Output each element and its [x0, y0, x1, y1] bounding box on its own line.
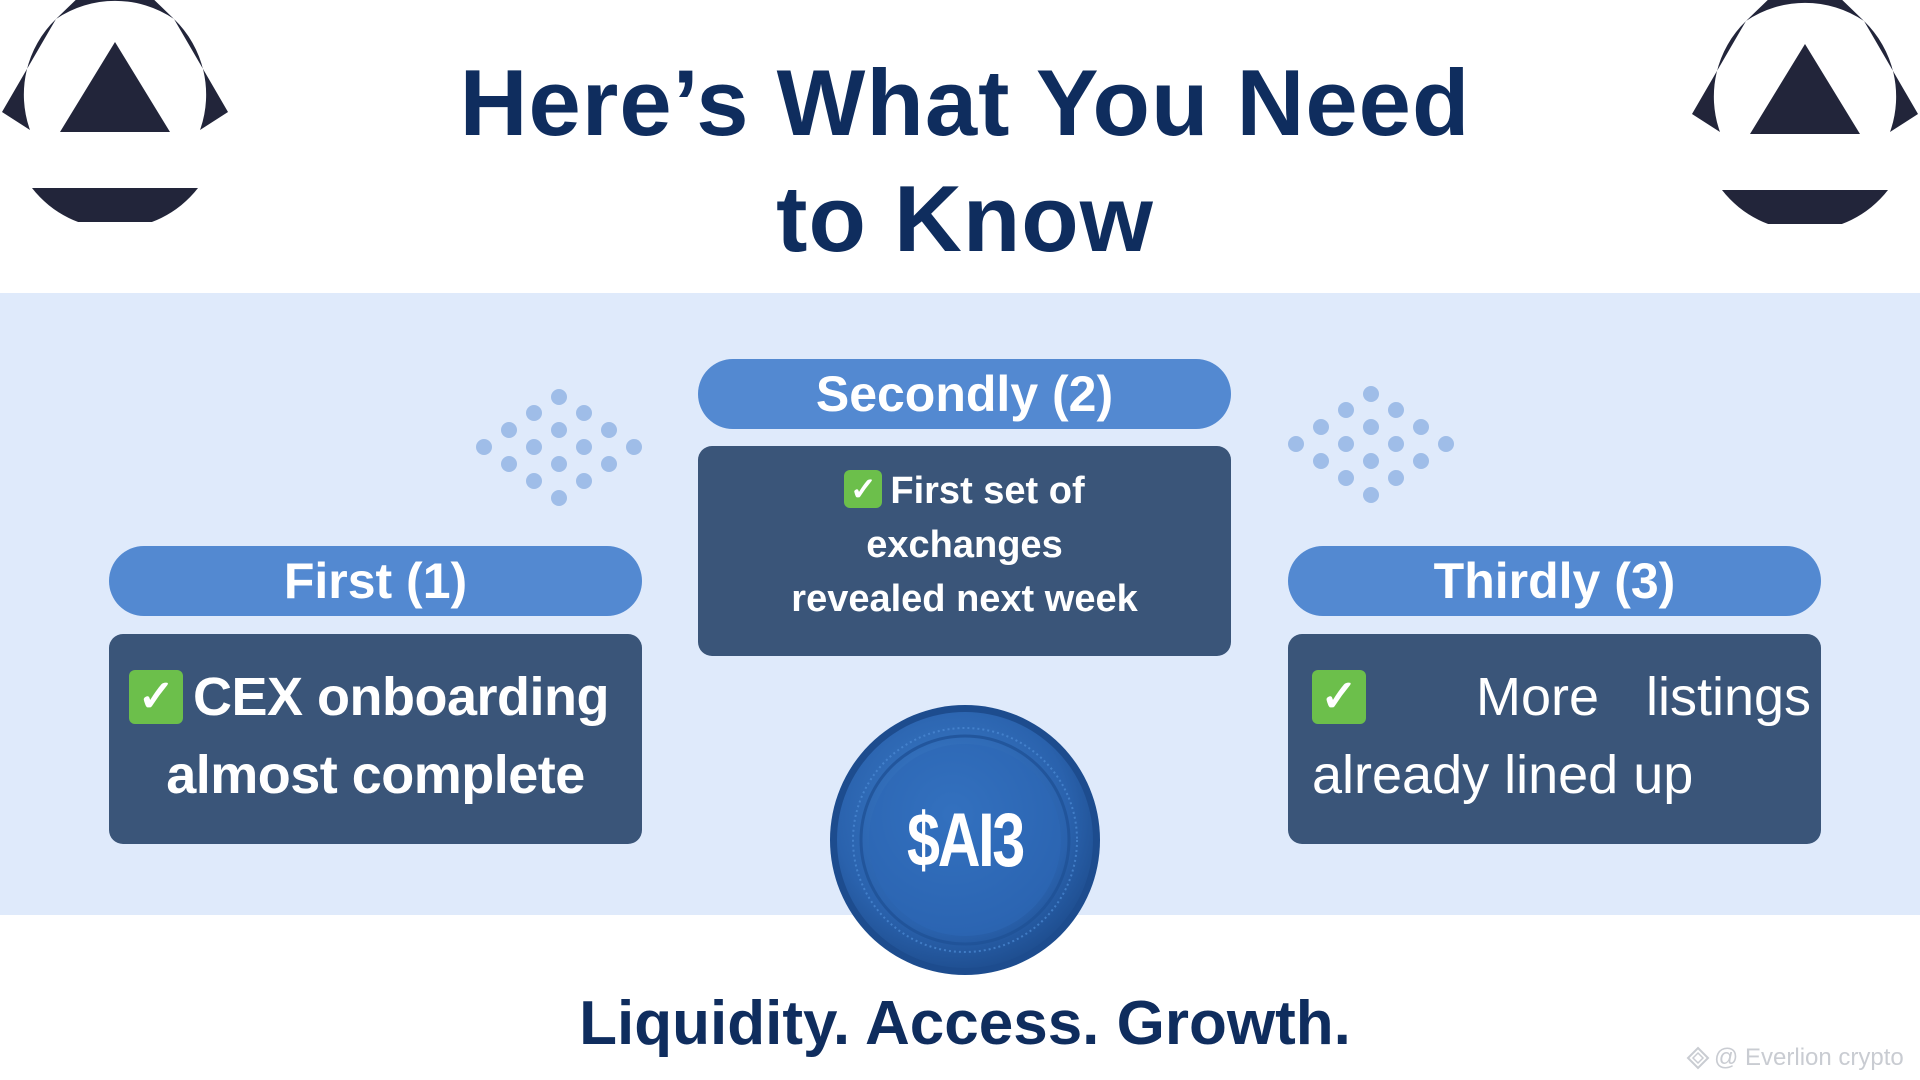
step-first-line1-row: ✓CEX onboarding — [129, 666, 609, 728]
step-third-word2: listings — [1646, 667, 1812, 727]
check-mark-icon: ✓ — [129, 669, 183, 724]
step-second-label: Secondly (2) — [698, 359, 1231, 429]
dot-pattern-decoration — [1288, 386, 1454, 503]
step-second-text-line2: exchanges — [866, 524, 1063, 566]
triangle-circle-logo-icon — [1692, 0, 1918, 224]
step-first-text-line1: CEX onboarding — [193, 667, 609, 727]
page-title: Here’s What You Need to Know — [360, 45, 1570, 277]
step-first-card: ✓CEX onboarding almost complete — [109, 634, 642, 844]
triangle-circle-logo-icon — [2, 0, 228, 222]
step-third-text-line2: already lined up — [1312, 745, 1694, 805]
step-third-card: ✓ More listings already lined up — [1288, 634, 1821, 844]
page-title-line2: to Know — [776, 166, 1154, 271]
check-mark-icon: ✓ — [844, 469, 883, 508]
step-second-line1-row: ✓First set of — [698, 464, 1231, 518]
step-second-text-line3: revealed next week — [791, 578, 1138, 620]
step-third-line1-row: ✓ More listings — [1312, 666, 1811, 728]
coin-ticker: $AI3 — [907, 797, 1025, 883]
watermark: @ Everlion crypto — [1686, 1043, 1920, 1073]
dot-pattern-decoration — [476, 389, 642, 506]
step-first-text-line2: almost complete — [166, 745, 585, 805]
page-title-line1: Here’s What You Need — [459, 50, 1471, 155]
step-second-body: ✓First set of exchanges revealed next we… — [698, 464, 1231, 626]
diamond-logo-icon — [1686, 1046, 1710, 1070]
step-third-label: Thirdly (3) — [1288, 546, 1821, 616]
step-third-word1: More — [1476, 667, 1600, 727]
step-second-text-line1: First set of — [890, 470, 1085, 512]
step-first-label: First (1) — [109, 546, 642, 616]
step-second-card: ✓First set of exchanges revealed next we… — [698, 446, 1231, 656]
tagline: Liquidity. Access. Growth. — [579, 989, 1351, 1058]
watermark-text: @ Everlion crypto — [1714, 1044, 1904, 1071]
check-mark-icon: ✓ — [1312, 669, 1366, 724]
coin-image — [830, 705, 1100, 975]
